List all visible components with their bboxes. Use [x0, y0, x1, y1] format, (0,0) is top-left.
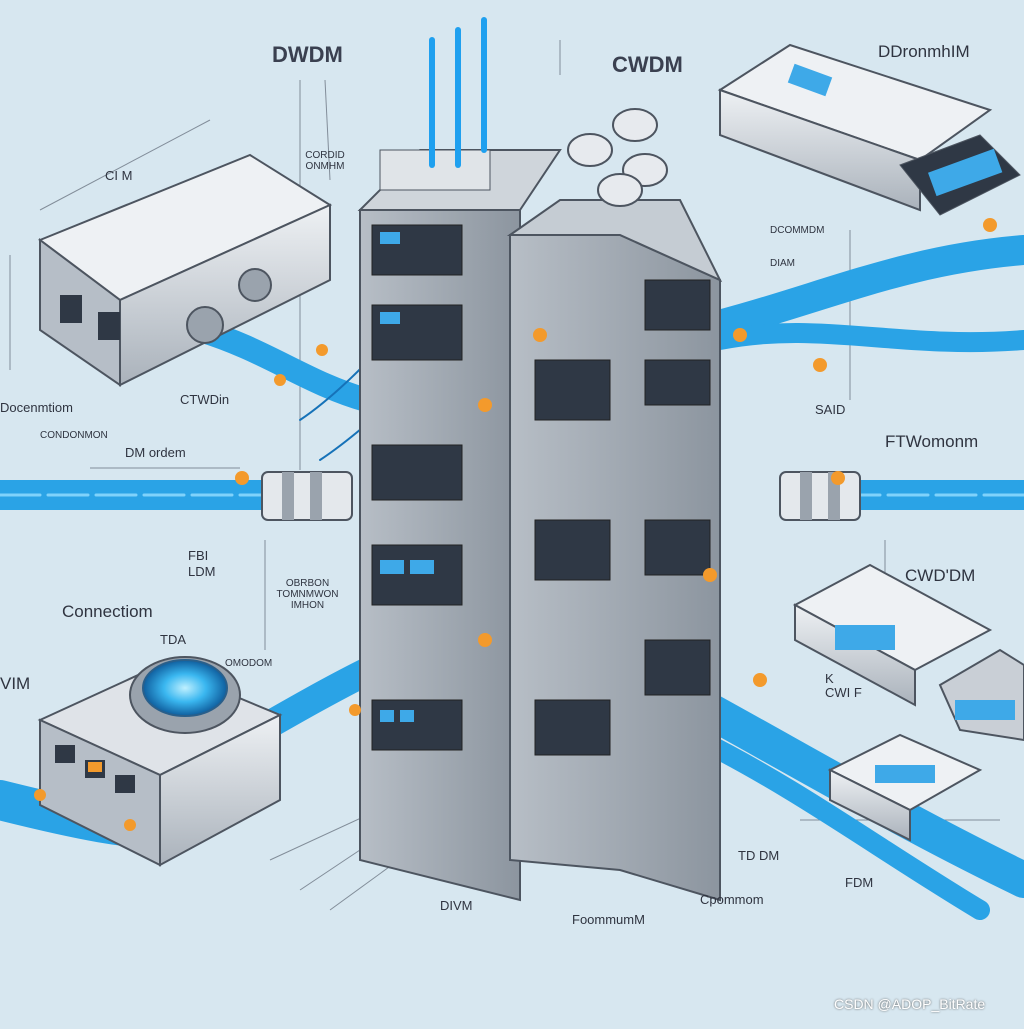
watermark-text: CSDN @ADOP_BitRate: [834, 996, 986, 1012]
transceiver-lower-right: [827, 733, 983, 842]
label-omodom: OMODOM: [225, 658, 273, 669]
label-obrbon: OBRBON TOMNMWON IMHON: [276, 578, 339, 611]
fiber-upper-right: [685, 235, 1024, 345]
label-condonmon: CONDONMON: [40, 430, 108, 441]
label-ddr-top-right: DDronmhIM: [878, 42, 970, 61]
label-dm-ordem: DM ordem: [125, 445, 186, 460]
transceiver-right-middle: [792, 563, 1024, 742]
label-divm: DIVM: [440, 898, 473, 913]
label-ctwdin: CTWDin: [180, 392, 230, 407]
label-dcomdm: DCOMMDM: [770, 225, 825, 236]
connector-glow-markers: [34, 218, 997, 831]
label-docenmtiom: Docenmtiom: [0, 400, 73, 415]
rack-tower-right: [506, 108, 723, 902]
label-vim: VIM: [0, 674, 31, 693]
label-kw-f: K CWI F: [825, 671, 862, 700]
label-cwdm-right: CWD'DM: [905, 566, 976, 585]
optical-mux-top-left: [37, 153, 333, 387]
label-tda: TDA: [160, 632, 186, 647]
label-foommum: FoommumM: [572, 912, 645, 927]
label-diam: DIAM: [770, 258, 795, 269]
label-dwdm: DWDM: [272, 42, 343, 67]
label-fbi-ldm: FBI LDM: [188, 548, 216, 579]
connector-couplers: [261, 471, 861, 521]
label-ci-m: CI M: [105, 168, 133, 183]
transceiver-top-right: [717, 43, 1021, 216]
label-cordid: CORDID ONMHM: [305, 150, 345, 172]
label-fdm: FDM: [845, 875, 874, 890]
label-cpommom: Cpommom: [700, 892, 764, 907]
label-cwdm-top: CWDM: [612, 52, 683, 77]
label-ftwomonm: FTWomonm: [885, 432, 979, 451]
rack-tower-left: [357, 17, 562, 902]
label-connection: Connectiom: [62, 602, 153, 621]
label-td-dm: TD DM: [738, 848, 780, 863]
label-said: SAID: [815, 402, 846, 417]
